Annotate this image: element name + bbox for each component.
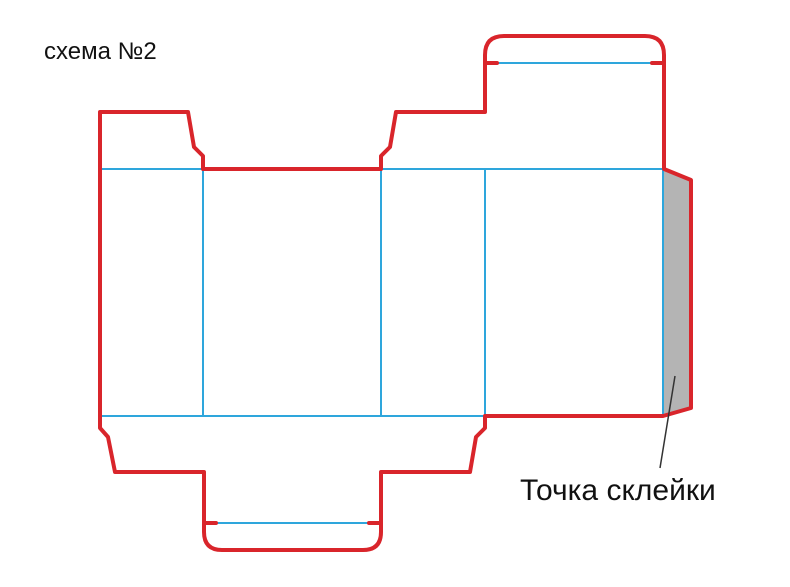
cut-line-outline	[98, 34, 693, 552]
glue-point-label: Точка склейки	[520, 474, 716, 507]
diagram-title: схема №2	[44, 38, 157, 65]
glue-flap	[663, 169, 691, 416]
fold-lines	[100, 62, 664, 524]
cut-lines	[98, 34, 693, 552]
glue-pointer-line	[659, 375, 676, 469]
